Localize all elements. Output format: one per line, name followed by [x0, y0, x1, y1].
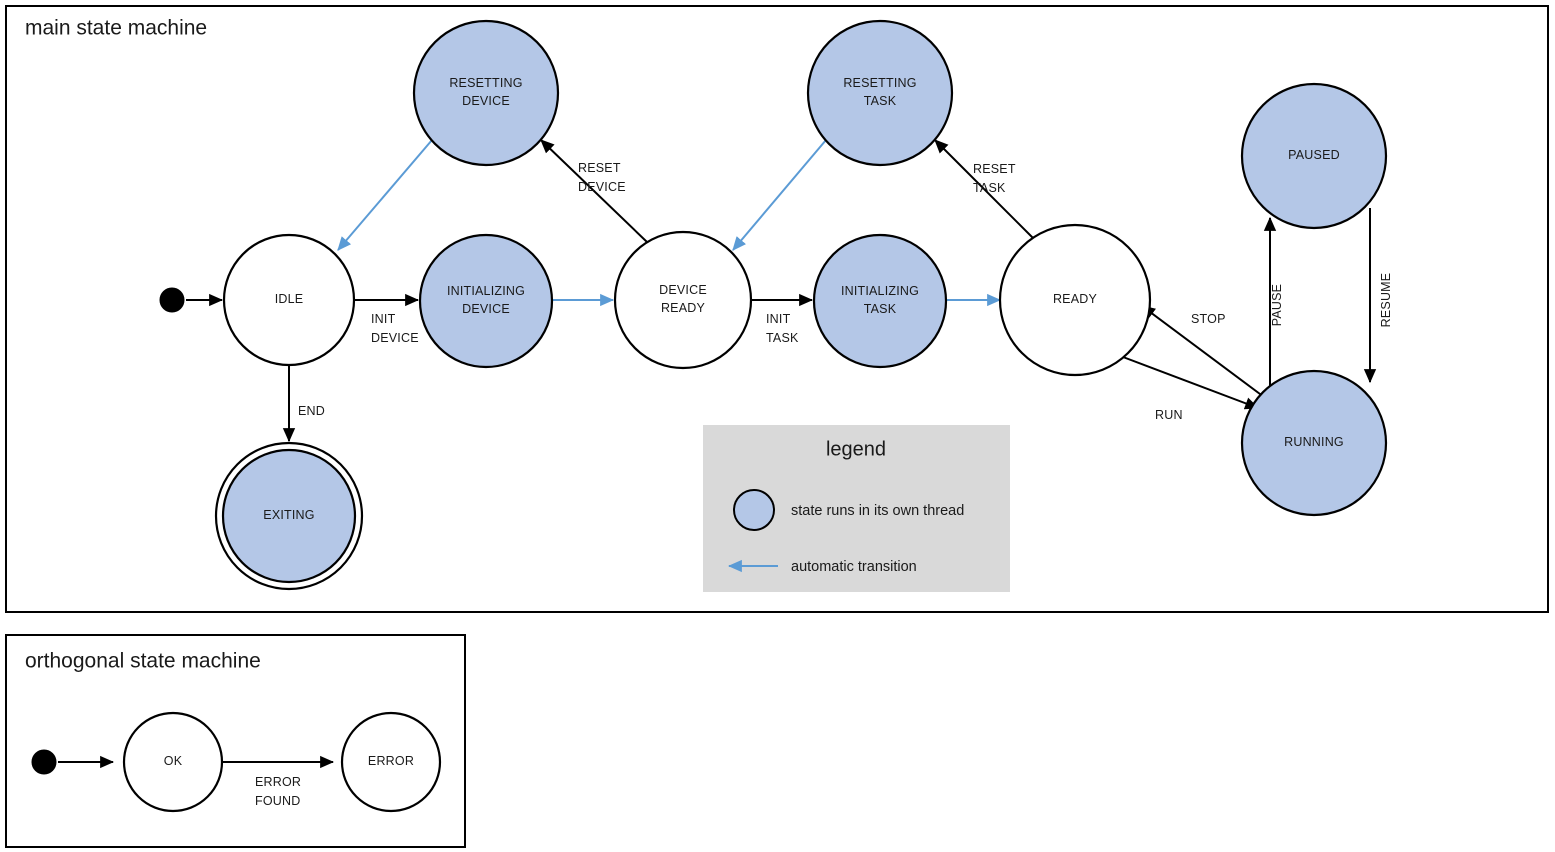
- t-running-ready-line: [1141, 305, 1265, 398]
- t-idle-exiting-label: END: [298, 404, 325, 418]
- ok-shape: [122, 711, 224, 813]
- main-state-idle[interactable]: IDLE: [222, 233, 356, 367]
- legend-threaded-state-text: state runs in its own thread: [791, 503, 964, 519]
- exiting-shape: [221, 448, 357, 584]
- main-t-idle-exiting[interactable]: END: [282, 366, 325, 443]
- error-shape: [340, 711, 442, 813]
- exiting-label: EXITING: [263, 508, 314, 522]
- legend-layer: legend state runs in its own thread automa…: [703, 425, 1010, 592]
- error-label: ERROR: [368, 754, 414, 768]
- paused-shape: [1240, 82, 1388, 230]
- t-ready-running-label: RUN: [1155, 408, 1183, 422]
- ready-label: READY: [1053, 292, 1098, 306]
- main-state-ready[interactable]: READY: [998, 223, 1152, 377]
- t-resettask-ready-line: [732, 139, 827, 251]
- ok-label: OK: [164, 754, 183, 768]
- t-running-paused-label: PAUSE: [1270, 284, 1284, 326]
- main-t-running-paused[interactable]: PAUSE: [1263, 216, 1284, 396]
- orthogonal-state-error[interactable]: ERROR: [340, 711, 442, 813]
- legend-auto-transition: automatic transition: [727, 559, 917, 575]
- legend-threaded-state: state runs in its own thread: [733, 489, 964, 531]
- t-ready-resettask-line: [934, 139, 1034, 239]
- device-ready-shape: [613, 230, 753, 370]
- main-frame-title: main state machine: [25, 17, 207, 40]
- idle-label: IDLE: [275, 292, 304, 306]
- main-state-exiting[interactable]: EXITING: [214, 441, 364, 591]
- orthogonal-frame-title: orthogonal state machine: [25, 650, 261, 673]
- main-state-running[interactable]: RUNNING: [1240, 369, 1388, 517]
- running-shape: [1240, 369, 1388, 517]
- main-t-ready-running[interactable]: RUN: [1122, 356, 1260, 422]
- orthogonal-state-ok[interactable]: OK: [122, 711, 224, 813]
- t-resetdev-idle-line: [337, 139, 433, 251]
- t-ready-running-line: [1122, 356, 1260, 410]
- t-paused-running-label: RESUME: [1379, 273, 1393, 328]
- idle-shape: [222, 233, 356, 367]
- paused-label: PAUSED: [1288, 148, 1340, 162]
- resetting-task-shape: [806, 19, 954, 167]
- legend-threaded-swatch: [733, 489, 775, 531]
- legend: legend state runs in its own thread automa…: [703, 425, 1010, 592]
- main-t-resetdev-idle[interactable]: [337, 139, 433, 251]
- t-devready-resetdev-line: [540, 139, 648, 243]
- legend-title: legend: [826, 438, 886, 460]
- resetting-device-shape: [412, 19, 560, 167]
- initializing-task-shape: [812, 233, 948, 369]
- main-t-paused-running[interactable]: RESUME: [1363, 208, 1393, 384]
- ready-shape: [998, 223, 1152, 377]
- main-state-paused[interactable]: PAUSED: [1240, 82, 1388, 230]
- t-running-ready-label: STOP: [1191, 312, 1226, 326]
- main-t-running-ready[interactable]: STOP: [1141, 305, 1265, 398]
- running-label: RUNNING: [1284, 435, 1344, 449]
- main-initial-state-dot[interactable]: [159, 287, 185, 313]
- legend-auto-transition-text: automatic transition: [791, 559, 917, 575]
- main-t-resettask-ready[interactable]: [732, 139, 827, 251]
- orthogonal-initial-state-dot[interactable]: [31, 749, 57, 775]
- initializing-device-shape: [418, 233, 554, 369]
